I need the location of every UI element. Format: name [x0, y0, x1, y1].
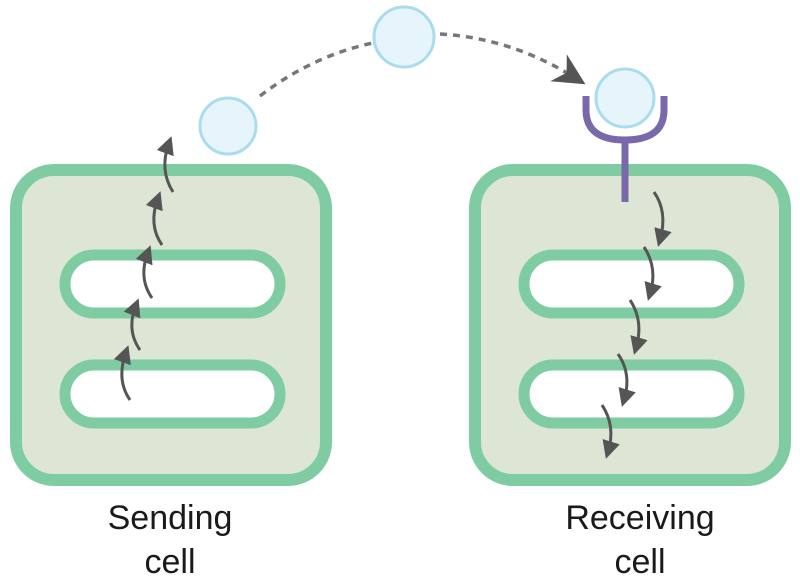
- dashed-path-arrow-icon: [258, 38, 391, 98]
- receptor-icon: [582, 96, 668, 202]
- sending-cell-organelle-upper: [59, 249, 286, 319]
- curved-arrow-icon: [642, 246, 662, 301]
- curved-arrow-icon: [123, 298, 142, 351]
- signal-molecule-icon: [372, 5, 436, 69]
- sending-arrows: [113, 136, 175, 401]
- receiving-arrows: [600, 191, 672, 459]
- receiving-cell-label-line2: cell: [614, 543, 666, 581]
- curved-arrow-icon: [652, 191, 672, 247]
- receiving-cell-membrane: [469, 164, 791, 486]
- curved-arrow-icon: [616, 353, 636, 407]
- sending-cell-label-line2: cell: [144, 543, 196, 581]
- sending-cell-organelle-lower: [59, 359, 286, 429]
- receiving-cell-organelle-upper: [518, 249, 745, 319]
- receiving-cell: [469, 164, 791, 486]
- curved-arrow-icon: [145, 191, 164, 246]
- receiving-cell-organelle-lower: [518, 359, 745, 429]
- bound-signal-molecule-icon: [594, 67, 656, 129]
- sending-cell-label-line1: Sending: [107, 499, 233, 537]
- curved-arrow-icon: [600, 404, 620, 459]
- signal-molecule-icon: [198, 96, 258, 156]
- curved-arrow-icon: [156, 136, 175, 193]
- dashed-path-arrow-icon: [439, 32, 586, 85]
- sending-cell: [10, 164, 332, 486]
- curved-arrow-icon: [135, 245, 154, 299]
- sending-cell-membrane: [10, 164, 332, 486]
- curved-arrow-icon: [628, 299, 648, 355]
- receiving-cell-label: Receiving cell: [510, 496, 770, 581]
- receiving-cell-label-line1: Receiving: [565, 499, 715, 537]
- sending-cell-label: Sending cell: [40, 496, 300, 581]
- curved-arrow-icon: [113, 345, 132, 401]
